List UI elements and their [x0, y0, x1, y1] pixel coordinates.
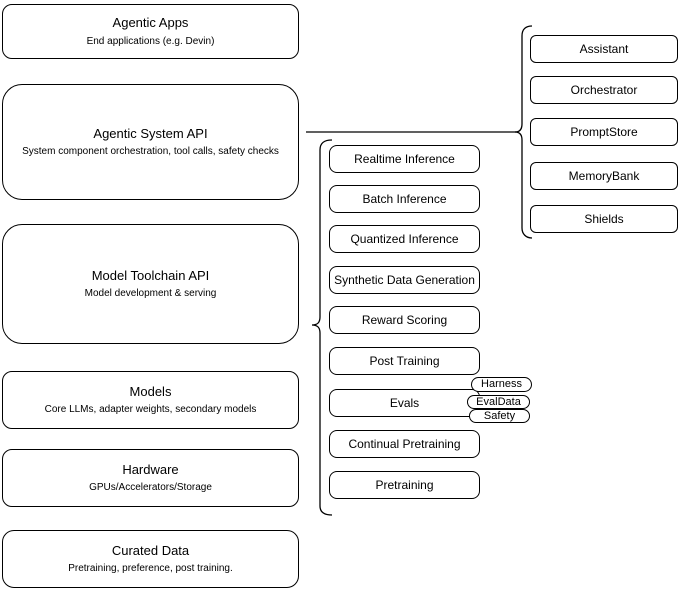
node-label: Continual Pretraining [348, 437, 461, 451]
node-batch-inference: Batch Inference [329, 185, 480, 213]
node-label: Post Training [369, 354, 440, 368]
node-label: Evals [389, 396, 420, 410]
node-pretraining: Pretraining [329, 471, 480, 499]
node-label: Quantized Inference [350, 232, 459, 246]
node-orchestrator: Orchestrator [530, 76, 678, 104]
box-title: Agentic System API [93, 125, 208, 141]
box-models: Models Core LLMs, adapter weights, secon… [2, 371, 299, 429]
box-title: Hardware [122, 461, 179, 477]
node-label: Assistant [579, 42, 629, 56]
node-label: Synthetic Data Generation [334, 273, 475, 287]
node-label: PromptStore [570, 125, 638, 139]
node-quantized-inference: Quantized Inference [329, 225, 480, 253]
node-assistant: Assistant [530, 35, 678, 63]
node-promptstore: PromptStore [530, 118, 678, 146]
node-label: Batch Inference [362, 192, 447, 206]
node-reward-scoring: Reward Scoring [329, 306, 480, 334]
box-hardware: Hardware GPUs/Accelerators/Storage [2, 449, 299, 507]
box-title: Agentic Apps [112, 15, 189, 31]
box-subtitle: Pretraining, preference, post training. [68, 563, 233, 575]
badge-label: Safety [483, 409, 516, 422]
box-model-toolchain-api: Model Toolchain API Model development & … [2, 224, 299, 344]
box-subtitle: GPUs/Accelerators/Storage [89, 482, 212, 494]
badge-label: Harness [481, 378, 522, 390]
box-title: Curated Data [111, 542, 190, 558]
box-subtitle: Model development & serving [84, 288, 217, 300]
node-post-training: Post Training [329, 347, 480, 375]
node-evals: Evals [329, 389, 480, 417]
box-subtitle: System component orchestration, tool cal… [22, 146, 279, 158]
node-label: Orchestrator [570, 83, 638, 97]
node-label: MemoryBank [568, 169, 640, 183]
node-synthetic-data-generation: Synthetic Data Generation [329, 266, 480, 294]
node-label: Shields [584, 212, 624, 226]
node-continual-pretraining: Continual Pretraining [329, 430, 480, 458]
node-label: Realtime Inference [354, 152, 455, 166]
node-memorybank: MemoryBank [530, 162, 678, 190]
box-subtitle: Core LLMs, adapter weights, secondary mo… [44, 404, 257, 416]
box-curated-data: Curated Data Pretraining, preference, po… [2, 530, 299, 588]
node-label: Pretraining [375, 478, 434, 492]
node-realtime-inference: Realtime Inference [329, 145, 480, 173]
box-agentic-apps: Agentic Apps End applications (e.g. Devi… [2, 4, 299, 59]
box-agentic-system-api: Agentic System API System component orch… [2, 84, 299, 200]
badge-evaldata: EvalData [467, 395, 530, 409]
node-shields: Shields [530, 205, 678, 233]
badge-harness: Harness [471, 377, 532, 392]
box-subtitle: End applications (e.g. Devin) [86, 35, 215, 47]
badge-safety: Safety [469, 409, 530, 423]
node-label: Reward Scoring [361, 313, 448, 327]
badge-label: EvalData [476, 395, 521, 408]
box-title: Model Toolchain API [91, 267, 210, 283]
box-title: Models [129, 383, 172, 399]
